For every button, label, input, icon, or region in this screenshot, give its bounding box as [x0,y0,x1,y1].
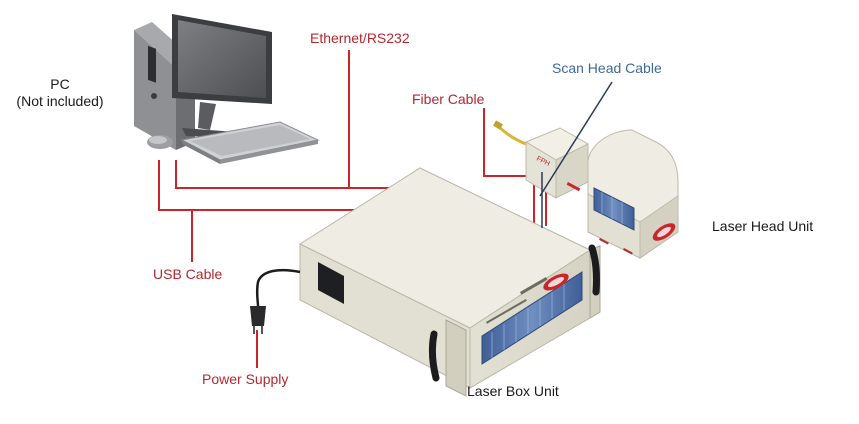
pc-label-line1: PC [50,76,70,92]
fiber-callout-line [483,108,534,177]
pc-illustration [134,14,320,164]
laser-box-unit-label: Laser Box Unit [467,383,559,399]
box-handle-right [588,244,600,296]
scan-head-cable-label: Scan Head Cable [552,60,662,76]
ethernet-cable [175,160,394,189]
usb-cable-label: USB Cable [153,266,223,282]
laser-box-unit [298,167,601,397]
box-handle-left [428,330,440,382]
power-cord [250,268,301,334]
cables [158,50,547,368]
usb-cable [158,160,370,211]
laser-head-unit: FPH [493,120,679,259]
pc-label-line2: (Not included) [16,93,104,109]
pc-mouse [147,135,173,149]
fiber-cable-label: Fiber Cable [412,91,485,107]
power-supply-label: Power Supply [202,371,289,387]
ethernet-label: Ethernet/RS232 [310,30,410,46]
scan-head-cable [539,81,613,228]
pc-keyboard [180,121,320,164]
laser-head-unit-label: Laser Head Unit [712,218,814,234]
pc-label: PC (Not included) [8,76,112,110]
